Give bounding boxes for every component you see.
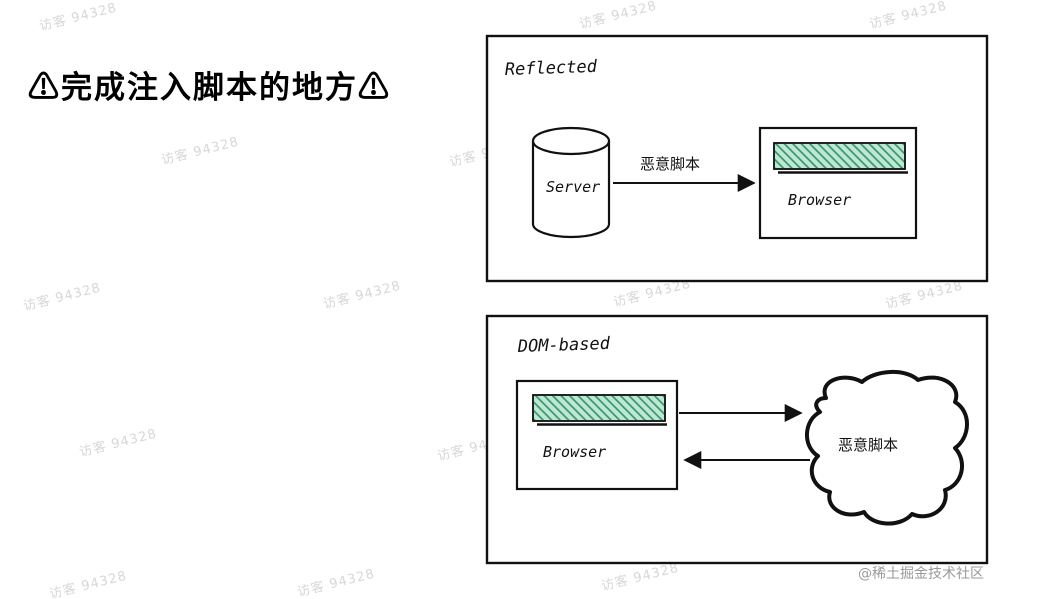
- server-cylinder-top: [531, 126, 611, 156]
- dom-browser-label: Browser: [543, 443, 606, 461]
- server-cylinder: Server: [531, 126, 611, 239]
- blob-outline: [805, 369, 969, 526]
- dom-based-panel: DOM-based Browser 恶意脚本: [485, 314, 989, 565]
- malicious-script-arrow-label: 恶意脚本: [640, 155, 700, 173]
- dom-based-panel-label: DOM-based: [516, 334, 611, 357]
- dom-injected-script-bar-hatch: [532, 394, 666, 422]
- dom-browser-box: Browser: [515, 379, 679, 491]
- malicious-script-blob: 恶意脚本: [805, 369, 969, 526]
- reflected-panel: Reflected Server 恶意脚本 Browser: [485, 34, 989, 283]
- server-cylinder-body: [531, 141, 611, 239]
- reflected-panel-label: Reflected: [504, 57, 598, 80]
- page-title: ⚠完成注入脚本的地方⚠: [28, 70, 391, 105]
- reflected-browser-box: Browser: [758, 126, 918, 240]
- blob-label: 恶意脚本: [838, 436, 898, 454]
- footer-credit: @稀土掘金技术社区: [858, 566, 984, 582]
- injected-script-bar-hatch: [773, 142, 906, 170]
- server-label: Server: [546, 178, 600, 196]
- reflected-browser-label: Browser: [788, 191, 851, 209]
